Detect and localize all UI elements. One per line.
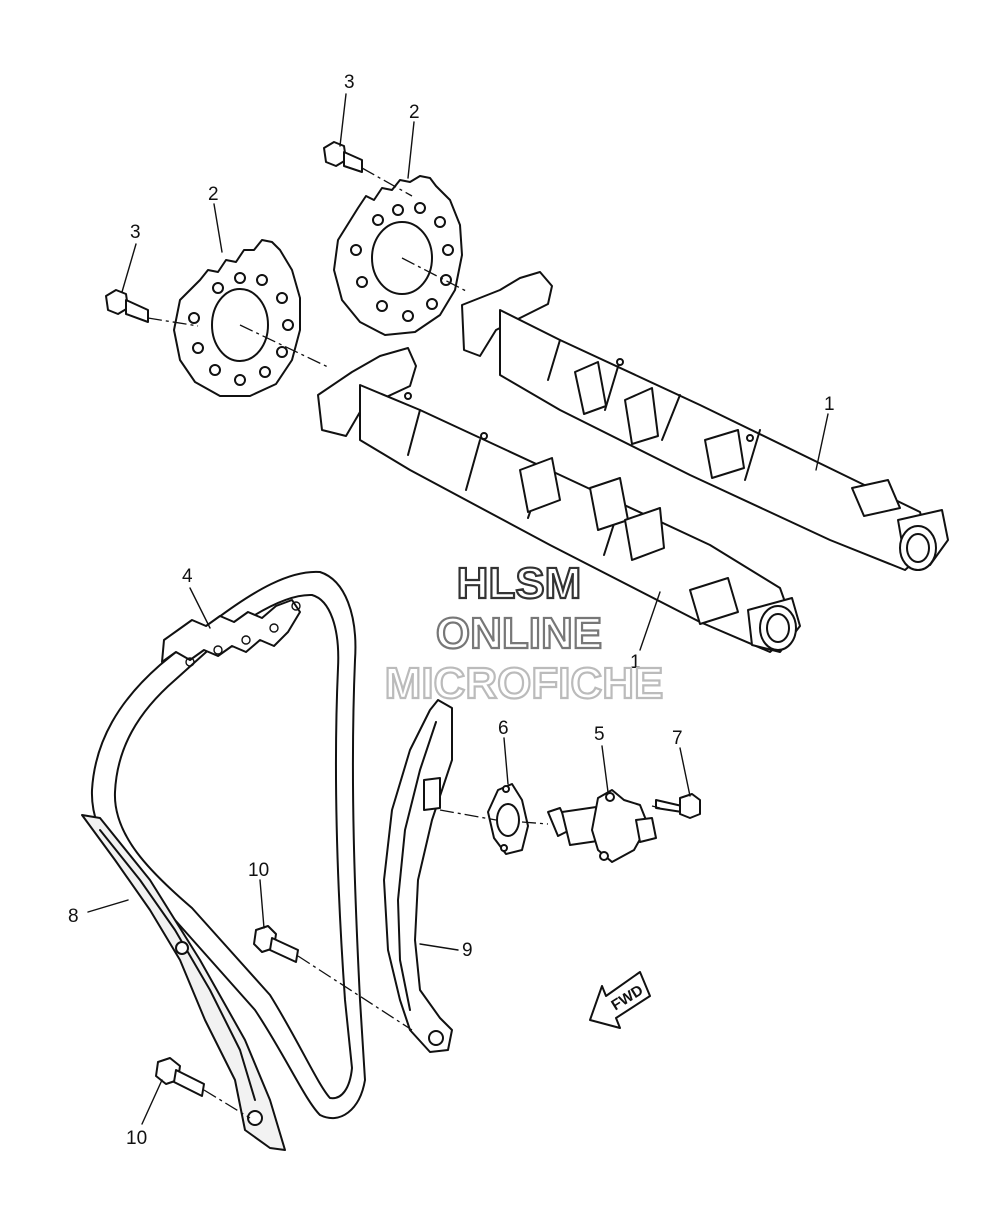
assembly-line [651,805,661,809]
assembly-line [361,167,413,197]
cam-sprocket-lower[interactable] [173,239,301,397]
callout-8: 8 [68,906,79,927]
camshaft-upper[interactable] [461,271,949,571]
chain-guide[interactable] [81,814,286,1151]
assembly-line [439,809,497,821]
forward-direction-indicator: FWD [589,971,651,1029]
tensioner-bolt[interactable] [655,793,701,819]
callout-7: 7 [672,728,683,749]
callout-4: 4 [182,566,193,587]
cam-sprocket-upper[interactable] [333,175,463,336]
callout-5: 5 [594,724,605,745]
callout-10-upper: 10 [248,860,269,881]
watermark-line-1: HLSM [457,559,582,608]
assembly-line [297,955,413,1031]
guide-bolt-lower[interactable] [155,1057,205,1097]
assembly-line [401,257,469,293]
callout-1-upper: 1 [824,394,835,415]
callout-10-lower: 10 [126,1128,147,1149]
assembly-line [203,1089,251,1119]
camshaft-lower[interactable] [317,347,801,653]
callout-3-upper: 3 [344,72,355,93]
sprocket-bolt-lower[interactable] [105,289,149,323]
assembly-line [147,317,199,327]
timing-chain[interactable] [90,570,366,1120]
callout-2-upper: 2 [409,102,420,123]
sprocket-bolt-upper[interactable] [323,141,363,173]
callout-2-lower: 2 [208,184,219,205]
leader-lines [87,93,829,1125]
guide-bolt-upper[interactable] [253,925,299,963]
tensioner-guide[interactable] [383,699,453,1053]
tensioner-gasket[interactable] [487,783,529,855]
callout-9: 9 [462,940,473,961]
assembly-line [521,821,549,825]
watermark-line-3: MICROFICHE [385,659,664,708]
assembly-line [239,324,331,369]
callout-3-lower: 3 [130,222,141,243]
callout-1-lower: 1 [630,652,641,673]
arrow-icon [589,971,651,1029]
callout-6: 6 [498,718,509,739]
chain-tensioner[interactable] [547,789,657,863]
watermark-line-2: ONLINE [436,609,602,658]
